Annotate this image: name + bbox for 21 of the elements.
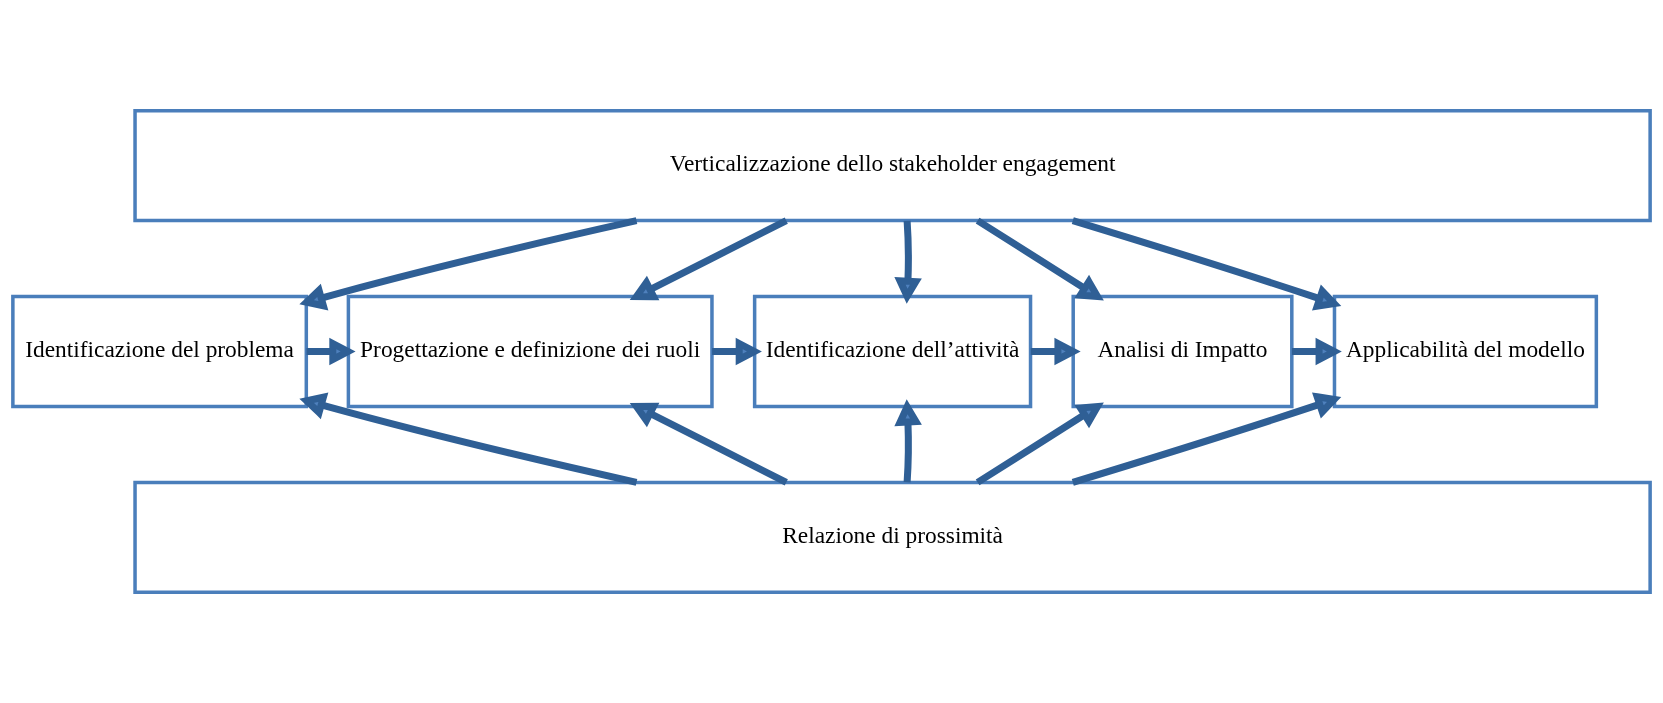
arrow [1030, 337, 1081, 366]
node-box: Analisi di Impatto [1071, 294, 1294, 409]
node-box: Relazione di prossimità [133, 480, 1652, 595]
arrow [894, 399, 922, 483]
arrow [1291, 337, 1342, 366]
arrow [712, 337, 762, 366]
arrow [975, 402, 1104, 486]
node-box: Progettazione e definizione dei ruoli [346, 294, 714, 409]
node-box: Verticalizzazione dello stakeholder engagement [133, 108, 1652, 223]
arrow [299, 392, 638, 486]
node-box: Identificazione del problema [11, 294, 309, 409]
arrow [1071, 217, 1342, 311]
arrow [1071, 392, 1342, 486]
arrow [894, 220, 922, 304]
arrow [306, 337, 356, 366]
node-box: Applicabilità del modello [1332, 294, 1599, 409]
arrow [629, 402, 788, 486]
arrow [299, 217, 638, 311]
arrow [975, 217, 1104, 301]
node-box: Identificazione dell’attività [752, 294, 1033, 409]
arrow [629, 217, 788, 301]
